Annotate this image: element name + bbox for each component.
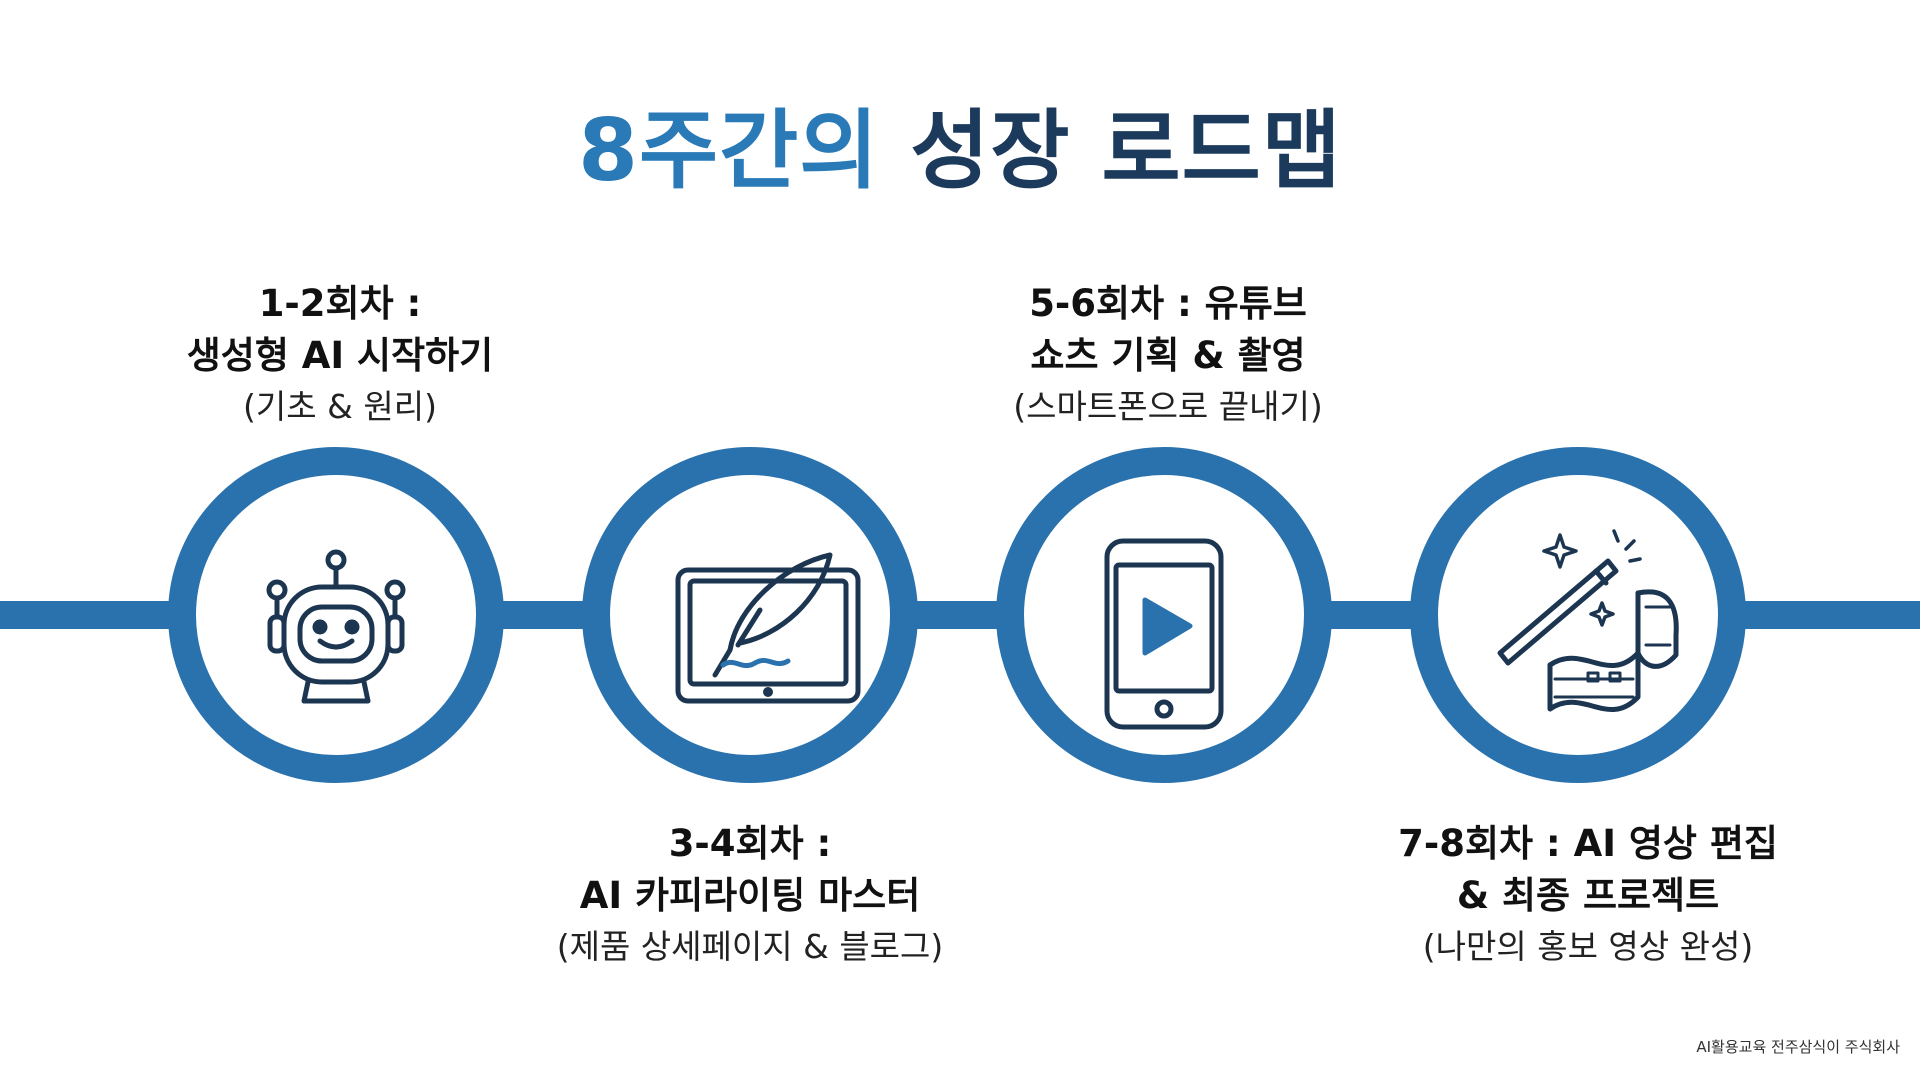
step-1-title-line1: 1-2회차 : <box>258 282 422 325</box>
step-4-node <box>1410 447 1746 783</box>
step-2-label: 3-4회차 : AI 카피라이팅 마스터 (제품 상세페이지 & 블로그) <box>470 818 1030 972</box>
step-1-node <box>168 447 504 783</box>
step-4-title-line2: & 최종 프로젝트 <box>1456 874 1720 917</box>
step-4-subtitle: (나만의 홍보 영상 완성) <box>1422 927 1754 966</box>
step-3-node <box>996 447 1332 783</box>
step-2-subtitle: (제품 상세페이지 & 블로그) <box>556 927 944 966</box>
step-4-label: 7-8회차 : AI 영상 편집 & 최종 프로젝트 (나만의 홍보 영상 완성… <box>1308 818 1868 972</box>
page-title: 8주간의 성장 로드맵 <box>0 108 1920 194</box>
title-highlight: 8주간의 <box>578 101 880 201</box>
step-2-title-line1: 3-4회차 : <box>668 822 832 865</box>
robot-icon <box>266 549 406 704</box>
step-1-label: 1-2회차 : 생성형 AI 시작하기 (기초 & 원리) <box>60 278 620 432</box>
smartphone-play-icon <box>1104 538 1224 730</box>
step-3-label: 5-6회차 : 유튜브 쇼츠 기획 & 촬영 (스마트폰으로 끝내기) <box>888 278 1448 432</box>
step-1-title-line2: 생성형 AI 시작하기 <box>186 334 494 377</box>
step-1-subtitle: (기초 & 원리) <box>243 387 437 426</box>
step-3-title-line1: 5-6회차 : 유튜브 <box>1029 282 1307 325</box>
tablet-quill-icon <box>675 552 861 704</box>
step-4-title-line1: 7-8회차 : AI 영상 편집 <box>1398 822 1778 865</box>
title-rest: 성장 로드맵 <box>910 101 1342 201</box>
step-3-title-line2: 쇼츠 기획 & 촬영 <box>1030 334 1306 377</box>
footer-credit: AI활용교육 전주삼식이 주식회사 <box>1696 1038 1900 1056</box>
step-2-title-line2: AI 카피라이팅 마스터 <box>579 874 921 917</box>
step-2-node <box>582 447 918 783</box>
magic-wand-film-icon <box>1497 529 1679 712</box>
step-3-subtitle: (스마트폰으로 끝내기) <box>1013 387 1323 426</box>
